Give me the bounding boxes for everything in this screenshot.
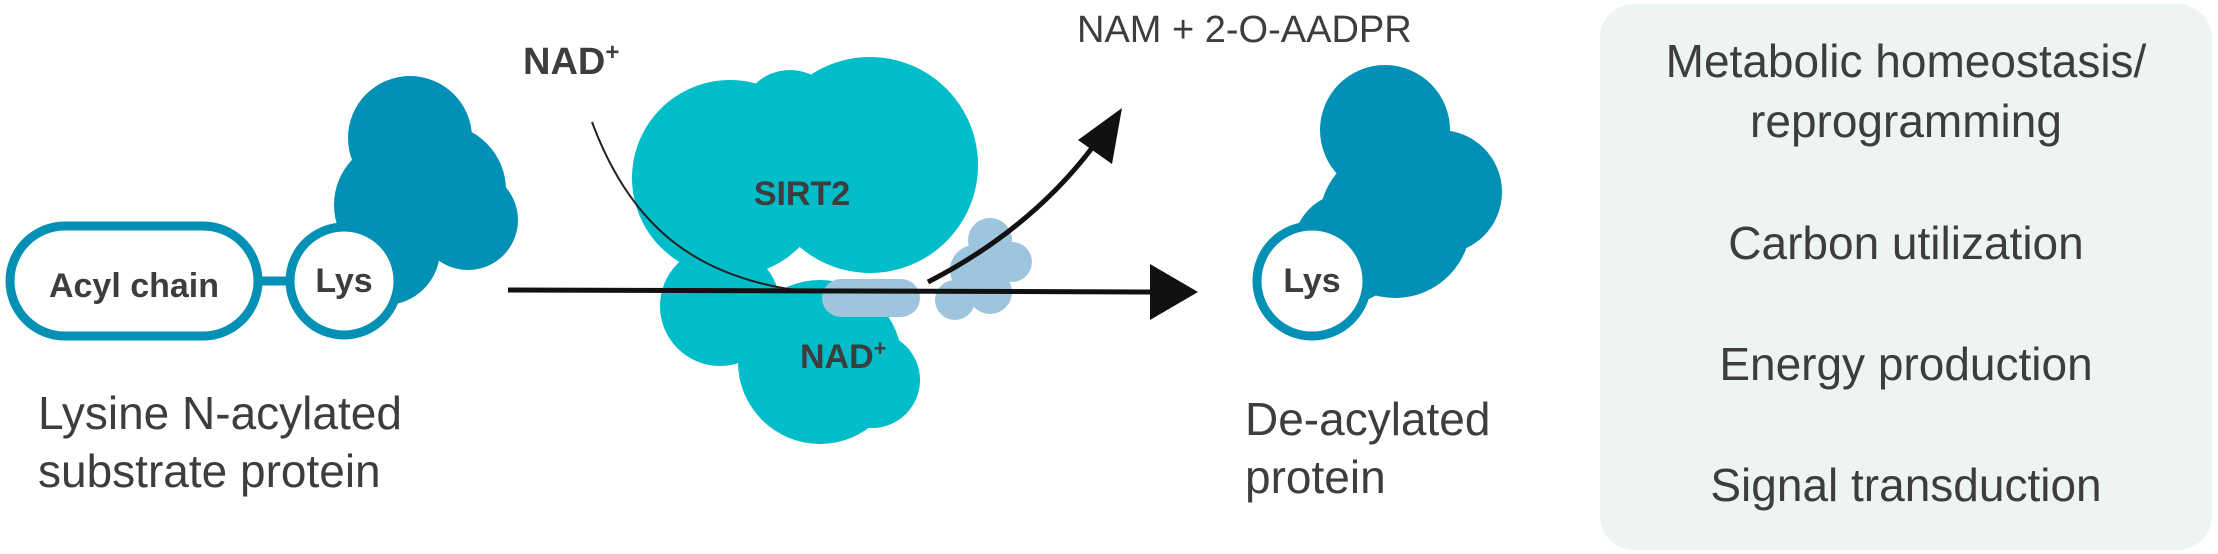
- substrate-lys-label: Lys: [315, 262, 372, 300]
- products-label: NAM + 2-O-AADPR: [1077, 9, 1412, 51]
- sirt2-label: SIRT2: [754, 175, 850, 213]
- outcome-metabolic-line2: reprogramming: [1750, 95, 2062, 147]
- outcomes-panel: Metabolic homeostasis/ reprogramming Car…: [1600, 4, 2212, 550]
- product-caption-line2: protein: [1245, 451, 1386, 503]
- outcome-energy: Energy production: [1719, 338, 2093, 390]
- substrate-lys-circle: [285, 222, 403, 340]
- product-release-curve: [926, 146, 1094, 285]
- substrate-caption-line2: substrate protein: [38, 445, 381, 497]
- substrate-caption-line1: Lysine N-acylated: [38, 387, 402, 439]
- product-caption: De-acylated protein: [1245, 390, 1490, 506]
- substrate-caption: Lysine N-acylated substrate protein: [38, 384, 402, 500]
- outcome-carbon: Carbon utilization: [1728, 217, 2084, 269]
- main-reaction-arrowhead: [1150, 264, 1198, 320]
- main-reaction-arrow-shaft: [507, 287, 1161, 295]
- product-lys-label: Lys: [1283, 262, 1340, 300]
- product-lys-circle: [1252, 221, 1372, 341]
- product-caption-line1: De-acylated: [1245, 393, 1491, 445]
- sirt2-enzyme: [632, 57, 978, 444]
- acyl-lys-chain: Acyl chain Lys: [5, 221, 403, 341]
- outcome-metabolic-line1: Metabolic homeostasis/: [1665, 35, 2147, 87]
- bound-nad-label: NAD+: [800, 336, 887, 376]
- acyl-chain-label: Acyl chain: [49, 267, 219, 305]
- nad-input-label: NAD+: [523, 39, 619, 83]
- product-release-arrowhead: [1078, 108, 1122, 164]
- nad-entry-curve: [591, 121, 811, 293]
- outcome-signal: Signal transduction: [1710, 459, 2102, 511]
